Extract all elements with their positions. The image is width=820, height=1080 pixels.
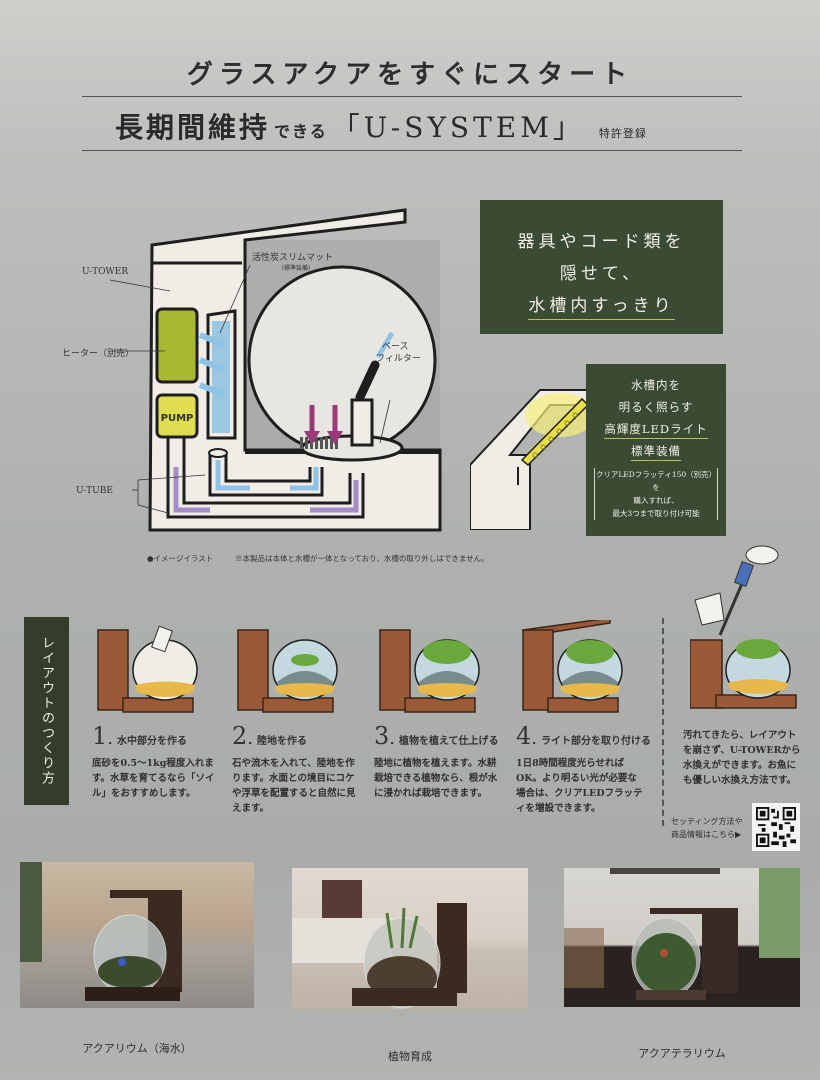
photo-aquarium-seawater-image [20,862,182,1001]
u-tower-label: U-TOWER [82,267,129,277]
step-2-title: 陸地を作る [257,736,308,747]
subhead: 長期間維持 できる 「U-SYSTEM」 特許登録 [115,106,647,146]
u-system-illustration: PUMP [109,208,442,532]
feature2-note-line2: 購入すれば、 [633,496,679,505]
header-rule-bottom [82,150,742,151]
step-1-number: 1 [92,722,108,750]
carbon-mat-label: 活性炭スリムマット [252,253,334,263]
water-change-illustration [690,545,797,709]
led-light-illustration [470,389,595,530]
step-4-title: ライト部分を取り付ける [541,736,652,747]
step-illustrations [97,620,623,713]
step-4: 4. ライト部分を取り付ける 1日8時間程度光らせればOK。より明るい光が必要な… [516,722,652,814]
carbon-mat-note: （標準装備） [278,265,315,272]
step-2-body: 石や流木を入れて、陸地を作ります。水面との境目にコケや浮草を配置すると自然に見え… [232,758,356,814]
qr-caption[interactable]: セッティング方法や 商品情報はこちら▶ [671,815,743,841]
base-filter-label-2: フィルター [376,354,421,364]
step-1-body: 底砂を0.5～1kg程度入れます。水草を育てるなら「ソイル」をおすすめします。 [92,758,215,799]
photo-caption-3: アクアテラリウム [638,1047,726,1060]
step-2-number: 2 [232,722,248,750]
feature2-line1: 水槽内を [631,378,681,392]
feature2-note: クリアLEDフラッティ150（別売）を 購入すれば、 最大3つまで取り付け可能 [594,468,718,520]
qr-caption-line2: 商品情報はこちら▶ [671,830,742,839]
svg-text:PUMP: PUMP [161,413,194,424]
photo-caption-1: アクアリウム（海水） [82,1042,192,1055]
step-3-body: 陸地に植物を植えます。水耕栽培できる植物なら、根が水に浸かれば栽培できます。 [374,758,498,799]
qr-caption-line1: セッティング方法や [671,817,743,826]
feature2-note-line1: クリアLEDフラッティ150（別売）を [595,470,717,492]
layout-howto-label: レイアウトのつくり方 [24,617,69,805]
u-system-diagram: PUMP [60,205,460,540]
header-rule-top [82,96,742,97]
u-tube-label: U-TUBE [76,486,113,496]
photo-plant-growing [292,868,528,1009]
subhead-system: 「U-SYSTEM」 [331,111,585,144]
heater-label: ヒーター（別売） [62,349,135,359]
subhead-main: 長期間維持 [115,111,271,144]
dashed-divider [662,618,664,826]
photo-caption-2: 植物育成 [388,1050,432,1063]
step-3-title: 植物を植えて仕上げる [399,736,499,747]
qr-code-icon [756,807,796,847]
feature2-note-line3: 最大3つまで取り付け可能 [612,509,700,518]
base-filter-label-1: ベース [382,342,409,352]
photo-plant-growing-image [292,880,467,1009]
feature2-line2: 明るく照らす [618,400,694,414]
image-illustration-caption: ●イメージイラスト [147,554,214,563]
feature-box-led-light: 水槽内を 明るく照らす 高輝度LEDライト 標準装備 クリアLEDフラッティ15… [586,364,726,536]
step-1-title: 水中部分を作る [117,736,188,747]
feature1-line2: 隠せて、 [559,264,644,284]
feature2-line4: 標準装備 [631,442,681,461]
feature2-line3: 高輝度LEDライト [604,420,708,439]
qr-code[interactable] [752,803,800,851]
step-3-number: 3 [374,722,390,750]
headline: グラスアクアをすぐにスタート [186,60,634,90]
step-4-number: 4 [516,722,532,750]
feature1-line3: 水槽内すっきり [528,293,675,320]
subhead-small: できる [274,122,328,141]
photo-aquaterrarium [564,868,800,1007]
maintenance-text: 汚れてきたら、レイアウトを崩さず、U-TOWERから水換えができます。お魚にも優… [683,730,801,786]
feature-box-hidden-cords: 器具やコード類を 隠せて、 水槽内すっきり [480,200,723,334]
step-1: 1. 水中部分を作る 底砂を0.5～1kg程度入れます。水草を育てるなら「ソイル… [92,722,220,801]
feature1-line1: 器具やコード類を [517,232,686,252]
photo-aquarium-seawater [20,862,254,1008]
photo-aquaterrarium-image [564,868,800,1000]
step-2: 2. 陸地を作る 石や流木を入れて、陸地を作ります。水面との境目にコケや浮草を配… [232,722,360,816]
step-4-body: 1日8時間程度光らせればOK。より明るい光が必要な場合は、クリアLEDフラッティ… [516,758,643,814]
product-note-caption: ※本製品は本体と水槽が一体となっており、水槽の取り外しはできません。 [235,554,489,563]
step-3: 3. 植物を植えて仕上げる 陸地に植物を植えます。水耕栽培できる植物なら、根が水… [374,722,502,801]
patent-label: 特許登録 [598,127,647,140]
